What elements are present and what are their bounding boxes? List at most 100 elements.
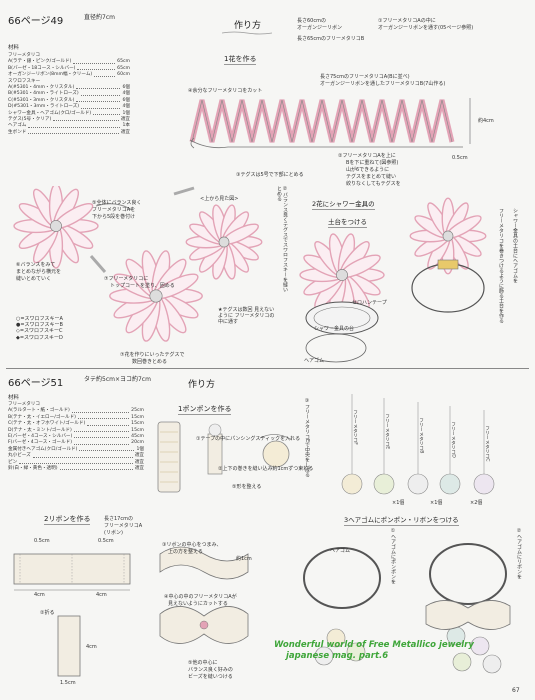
assembly-pompom — [470, 636, 490, 656]
pompom-ball — [439, 473, 461, 495]
bottom-material-row: 金属付きヘアゴム(クロ/ゴールド) 1個 — [8, 447, 144, 453]
count-2: ×1個 — [430, 500, 443, 506]
pompom-note-3: ③フリーメタリコEで中央をしばる — [304, 398, 310, 478]
pompom-note-2: ②上下の巻きを縫い込み約1cmずつ束ねる — [218, 466, 314, 472]
upper-view-label: <上から見た図> — [200, 196, 239, 202]
watermark-line-1: Wonderful world of Free Metallico jewelr… — [274, 640, 474, 650]
material-label: D(テナ・太・ミント/ゴールド) — [8, 427, 72, 433]
top-step2-title-b: 土台をつける — [328, 218, 367, 228]
note-1a: 長さ60cmの — [297, 18, 326, 24]
ribbon-note-b2: フリーメタリコA — [104, 523, 143, 529]
count-1: ×1個 — [392, 500, 405, 506]
shower-base-diagram — [299, 233, 385, 363]
note-7c: 縫いとめていく — [16, 276, 52, 282]
fold-note: ②折る — [40, 610, 55, 616]
flower-center — [149, 289, 163, 303]
elastic-note: ヘアゴム — [304, 358, 325, 364]
material-label: フリーメタリコ — [8, 402, 40, 407]
material-label: B(#5301・4mm・ライトローズ) — [8, 91, 79, 97]
material-qty: 15cm — [131, 414, 144, 420]
material-label: B(テナ・太・イエロー/ゴールド) — [8, 414, 76, 420]
top-step1-title: 1花を作る — [224, 55, 257, 65]
measure-1: 0.5cm — [34, 538, 50, 544]
flower-center — [442, 230, 454, 242]
measure-3: 4cm — [34, 592, 45, 598]
material-qty: 25cm — [131, 408, 144, 414]
note-4: ②フリーメタリコAを上に — [338, 153, 396, 159]
measure-2: 0.5cm — [98, 538, 114, 544]
material-label: C(テナ・太・オフホワイト/ゴールド) — [8, 421, 86, 427]
pompom-steps-diagram — [157, 421, 293, 493]
pompom-ball — [341, 473, 363, 495]
pompom-note-1: ①テープの中にパンシングスティックを入れる — [196, 436, 301, 442]
pompom-label: フリーメタリコB — [419, 418, 425, 453]
note-9b: 数回巻きとめる — [132, 359, 168, 365]
ribbon-note-b3: (リボン) — [104, 530, 123, 536]
material-label: フリーメタリコ — [8, 53, 40, 58]
top-heading: 66ページ49 — [8, 16, 64, 27]
flower-top-view — [185, 204, 263, 280]
material-qty: 適宜 — [134, 466, 144, 472]
note-6: ⑤全体にバランス良く — [92, 200, 142, 206]
flower-center — [218, 236, 230, 248]
width-label-2: 0.5cm — [452, 155, 468, 161]
bow-note-11: ビーズを縫いつける — [188, 674, 233, 680]
note-4b: Bを下に重ねて(図参照) — [346, 160, 399, 166]
note-6c: 下から5段を巻付け — [92, 214, 136, 220]
title-underline — [222, 31, 272, 35]
bottom-materials-title: 材料 — [8, 395, 20, 401]
note-1e: 長さ65cmのフリーメタリコB — [297, 36, 365, 42]
hair-tie-label: ヘアゴム — [330, 548, 351, 554]
bottom-heading: 66ページ51 — [8, 378, 64, 389]
material-label: ピン — [8, 459, 18, 465]
material-label: シャワー金具・ヘアゴム(クロ/ゴールド) — [8, 110, 92, 116]
legend-item: ○=スワロフスキーA — [16, 316, 63, 322]
pompom-label: フリーメタリコD — [451, 422, 457, 458]
bottom-material-row: 鈴(白・緑・黄色・透明)適宜 — [8, 466, 144, 472]
pompom-note-5: ⑤形を整える — [232, 484, 262, 490]
bottom-material-row: E(バーゼ・4コース・シルバー)45cm — [8, 434, 144, 440]
material-label: 金属付きヘアゴム(クロ/ゴールド) — [8, 446, 78, 452]
bottom-step2-title: 2リボンを作る — [44, 515, 91, 525]
measure-6: 4cm — [86, 644, 97, 650]
note-3: ④余分なフリーメタリコをカット — [188, 88, 263, 94]
assembly-pompom — [346, 642, 366, 662]
bow-note-4: ③リボンの中心をつまみ、 — [162, 542, 222, 548]
material-qty: 60cm — [117, 72, 130, 78]
note-6b: フリーメタリコAを — [92, 207, 136, 213]
note-4e: 絞りなくしてもテグスを — [346, 181, 401, 187]
material-label: 生ボンド — [8, 129, 27, 135]
top-size-note: 直径約7cm — [84, 14, 115, 21]
material-label: D(#5301・3mm・ライトローズ) — [8, 104, 80, 110]
material-label: F(バーゼ・4コース・ゴールド) — [8, 440, 73, 446]
material-qty: 適宜 — [120, 129, 130, 135]
top-material-row: 生ボンド 適宜 — [8, 130, 130, 136]
top-material-row: C(#5301・3mm・クリスタル)6個 — [8, 98, 130, 104]
tape-note: セロハンテープ — [352, 300, 387, 306]
count-3: ×2個 — [470, 500, 483, 506]
material-label: テグス(5号・クリア) — [8, 117, 52, 123]
bow-note-7: ④中心の中のフリーメタリコAが — [164, 594, 237, 600]
flower-steps-diagram — [13, 186, 203, 342]
material-qty: 1本 — [122, 123, 130, 129]
top-step2-title: 2花にシャワー金具の — [312, 200, 375, 210]
top-material-row: A(ラテ・銀・ピンク/ゴールド)65cm — [8, 59, 130, 65]
material-label: A(ラテ・銀・ピンク/ゴールド) — [8, 59, 72, 65]
flower-center — [336, 269, 348, 281]
flower-center — [50, 220, 62, 232]
pompom-ball — [373, 473, 395, 495]
material-label: スワロフスキー — [8, 78, 41, 84]
material-qty: 4個 — [122, 91, 130, 97]
material-qty: 1個 — [136, 446, 144, 452]
material-label: A(ラルタート・紙・ゴールド) — [8, 408, 70, 414]
material-label: B(バーゼ・18コース・シルバー) — [8, 65, 76, 71]
assy-note-2: ②ヘアゴムにリボンを — [516, 528, 522, 579]
bottom-size-note: タテ約5cm×ヨコ約7cm — [84, 376, 151, 383]
bottom-material-row: C(テナ・太・オフホワイト/ゴールド)15cm — [8, 421, 144, 427]
material-qty: 6個 — [122, 85, 130, 91]
top-material-row: B(バーゼ・18コース・シルバー)65cm — [8, 66, 130, 72]
legend-item: ●=スワロフスキーB — [16, 322, 63, 329]
material-qty: 適宜 — [134, 459, 144, 465]
